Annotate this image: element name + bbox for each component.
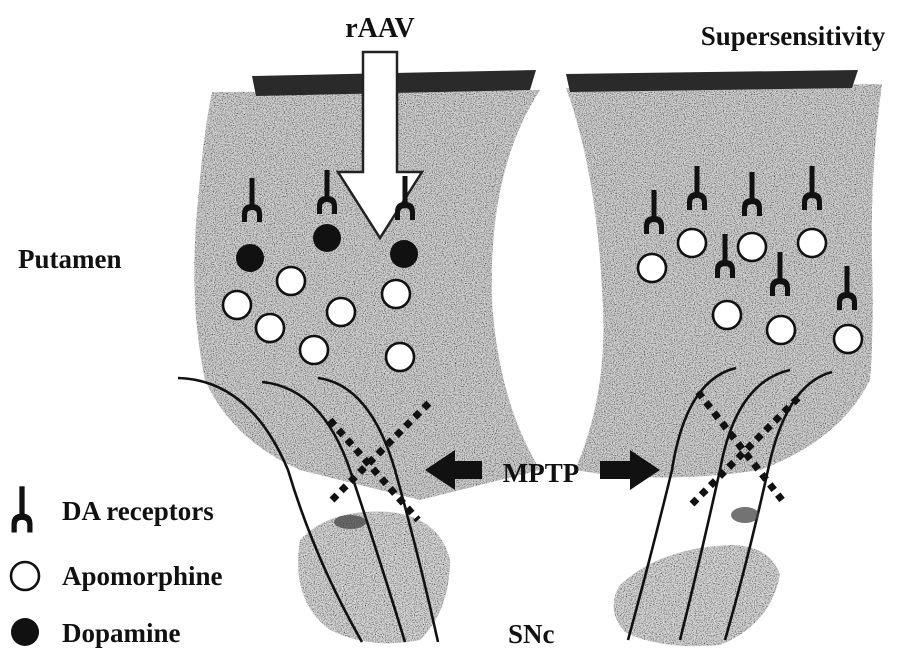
apomorphine-molecule <box>678 229 706 257</box>
apomorphine-molecule <box>256 314 284 342</box>
receptor-icon <box>12 486 33 532</box>
apomorphine-molecule <box>738 233 766 261</box>
snc-spot-left <box>334 515 366 529</box>
legend-item-receptor: DA receptors <box>12 486 214 532</box>
dopamine-molecule <box>390 240 418 268</box>
legend-label: DA receptors <box>62 496 214 526</box>
snc-label: SNc <box>508 619 555 649</box>
legend-label: Dopamine <box>62 618 181 648</box>
open-circle-icon <box>11 562 39 590</box>
tissue-right <box>566 84 882 646</box>
legend-item-dopamine: Dopamine <box>11 618 181 648</box>
snc-right <box>614 545 780 646</box>
dopamine-molecule <box>313 224 341 252</box>
apomorphine-molecule <box>327 298 355 326</box>
snc-left <box>298 512 450 644</box>
apomorphine-molecule <box>798 229 826 257</box>
apomorphine-molecule <box>223 291 251 319</box>
legend: DA receptors Apomorphine Dopamine <box>11 486 223 648</box>
legend-item-apomorphine: Apomorphine <box>11 561 223 591</box>
apomorphine-molecule <box>834 325 862 353</box>
dopamine-molecule <box>236 244 264 272</box>
apomorphine-molecule <box>767 316 795 344</box>
apomorphine-molecule <box>713 301 741 329</box>
supersensitivity-label: Supersensitivity <box>701 21 886 51</box>
filled-circle-icon <box>11 618 39 646</box>
mptp-label: MPTP <box>503 458 579 488</box>
legend-label: Apomorphine <box>62 561 223 591</box>
putamen-right <box>566 84 882 478</box>
apomorphine-molecule <box>382 280 410 308</box>
raav-label: rAAV <box>345 13 414 44</box>
apomorphine-molecule <box>277 267 305 295</box>
apomorphine-molecule <box>638 254 666 282</box>
putamen-label: Putamen <box>18 244 122 274</box>
apomorphine-molecule <box>386 343 414 371</box>
apomorphine-molecule <box>300 336 328 364</box>
snc-spot-right <box>731 507 759 523</box>
